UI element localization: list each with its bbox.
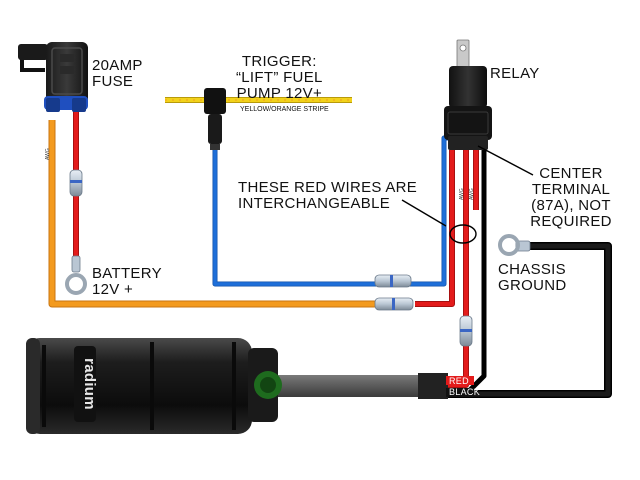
center-terminal-label-line4: REQUIRED [530, 213, 612, 230]
center-terminal-pointer [401, 145, 534, 244]
center-terminal-label-line2: TERMINAL [531, 181, 611, 198]
center-terminal-label-line1: CENTER [539, 165, 603, 182]
fuse-label-line2: FUSE [92, 73, 134, 90]
ring-terminal-icon [65, 255, 87, 295]
interchangeable-label: THESE RED WIRES ARE INTERCHANGEABLE [238, 180, 417, 212]
pump-harness [272, 373, 474, 399]
interchangeable-label-line2: INTERCHANGEABLE [238, 195, 391, 212]
chassis-ground-label-line2: GROUND [498, 277, 567, 294]
chassis-ground-label: CHASSIS GROUND [498, 262, 566, 294]
wire-print-marks: AWG AWG AWG [45, 148, 475, 200]
svg-text:AWG: AWG [469, 188, 475, 200]
pump-logo: radium [80, 358, 98, 410]
trigger-label: TRIGGER: “LIFT” FUEL PUMP 12V+ [236, 54, 323, 102]
black-wire [446, 150, 612, 398]
wire-tap-icon [204, 88, 226, 150]
fuse-label: 20AMP FUSE [92, 58, 143, 90]
trigger-label-line2: “LIFT” FUEL [236, 69, 323, 86]
fuel-pump-icon [26, 338, 282, 434]
interchangeable-label-line1: THESE RED WIRES ARE [238, 179, 418, 196]
fuse-label-line1: 20AMP [92, 57, 143, 74]
battery-label: BATTERY 12V + [92, 266, 162, 298]
center-terminal-label-line3: (87A), NOT [531, 197, 611, 214]
trigger-label-line3: PUMP 12V+ [236, 85, 323, 102]
chassis-ring-terminal-icon [498, 234, 531, 256]
black-wire-label: BLACK [449, 387, 481, 397]
stripe-label: YELLOW/ORANGE STRIPE [240, 106, 329, 113]
butt-splice-icon [69, 169, 473, 347]
orange-wire [48, 120, 376, 308]
battery-label-line2: 12V + [92, 281, 134, 298]
svg-text:AWG: AWG [459, 188, 465, 200]
center-terminal-label: CENTER TERMINAL (87A), NOT REQUIRED [521, 166, 621, 230]
relay-icon [444, 39, 492, 150]
red-wire-label: RED [449, 376, 469, 386]
chassis-ground-label-line1: CHASSIS [498, 261, 566, 278]
battery-label-line1: BATTERY [92, 265, 162, 282]
trigger-label-line1: TRIGGER: [241, 53, 317, 70]
svg-text:AWG: AWG [45, 148, 51, 160]
fuse-icon [18, 42, 88, 112]
relay-label: RELAY [490, 65, 540, 82]
